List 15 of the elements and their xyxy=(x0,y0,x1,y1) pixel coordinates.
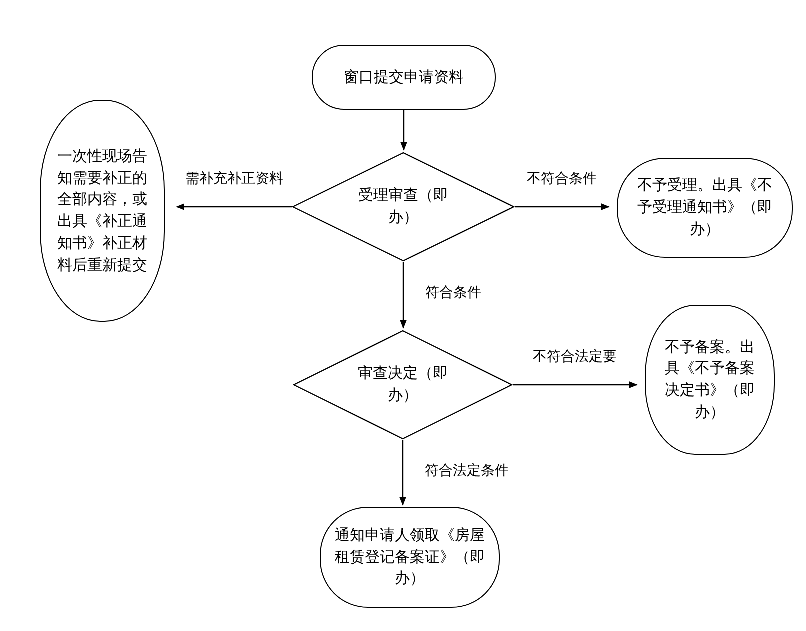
decision-diamond xyxy=(292,152,515,262)
decision-text: 受理审查（即办） xyxy=(358,185,450,228)
step-text: 窗口提交申请资料 xyxy=(343,66,465,88)
step-text: 通知申请人领取《房屋租赁登记备案证》（即办） xyxy=(335,524,485,590)
arrow xyxy=(176,204,292,210)
decision-diamond xyxy=(293,330,513,440)
decision-text: 审查决定（即办） xyxy=(357,363,449,406)
arrow xyxy=(513,382,638,388)
arrow xyxy=(400,110,408,151)
arrow xyxy=(400,262,407,329)
step-text: 不予备案。出具《不予备案决定书》（即办） xyxy=(664,336,756,423)
step-text: 不予受理。出具《不予受理通知书》（即办） xyxy=(636,175,774,240)
step-text: 一次性现场告知需要补正的全部内容，或出具《补正通知书》补正材料后重新提交 xyxy=(56,146,148,276)
arrow xyxy=(515,204,610,210)
arrow xyxy=(400,440,406,506)
